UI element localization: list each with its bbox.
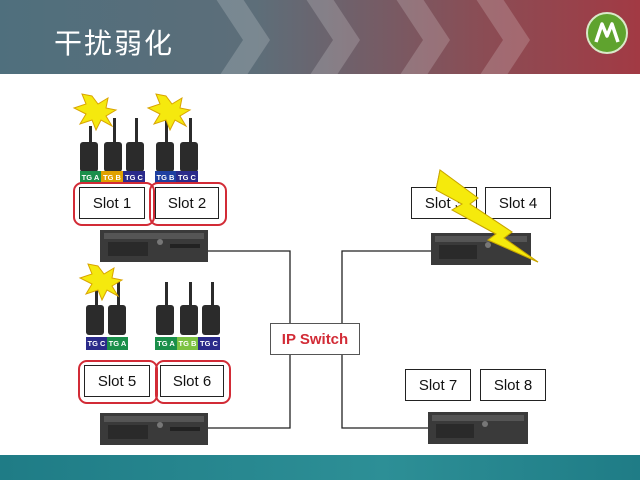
talkgroup-label: TG C — [86, 337, 107, 350]
slot-5: Slot 5 — [84, 365, 150, 397]
repeater-icon — [100, 230, 208, 262]
repeater-icon — [428, 412, 528, 444]
interference-ring — [149, 182, 227, 226]
motorola-logo-icon — [586, 12, 628, 54]
interference-ring — [73, 182, 155, 226]
slot-2: Slot 2 — [155, 187, 219, 219]
talkgroup-label: TG C — [198, 337, 220, 350]
ip-switch: IP Switch — [270, 323, 360, 355]
radio-icon — [80, 118, 198, 172]
slot-4: Slot 4 — [485, 187, 551, 219]
repeater-icon — [100, 413, 208, 445]
slot-3: Slot 3 — [411, 187, 477, 219]
talkgroup-label: TG C — [123, 171, 145, 184]
page-title: 干扰弱化 — [54, 27, 175, 60]
talkgroup-label: TG B — [101, 171, 123, 184]
radio-icon — [86, 282, 220, 335]
footer-bar — [0, 455, 640, 480]
slot-1: Slot 1 — [79, 187, 145, 219]
interference-ring — [155, 360, 231, 404]
talkgroup-label: TG B — [177, 337, 198, 350]
interference-burst-icon — [78, 263, 124, 302]
talkgroup-label: TG A — [155, 337, 177, 350]
interference-burst-icon — [146, 93, 192, 132]
interference-burst-icon — [72, 93, 118, 132]
slot-6: Slot 6 — [160, 365, 224, 397]
slot-7: Slot 7 — [405, 369, 471, 401]
talkgroup-label: TG A — [107, 337, 128, 350]
slot-8: Slot 8 — [480, 369, 546, 401]
talkgroup-label: TG A — [80, 171, 101, 184]
talkgroup-label: TG B — [155, 171, 176, 184]
header-bar: 干扰弱化 — [0, 0, 640, 74]
interference-ring — [78, 360, 158, 404]
talkgroup-label: TG C — [176, 171, 198, 184]
